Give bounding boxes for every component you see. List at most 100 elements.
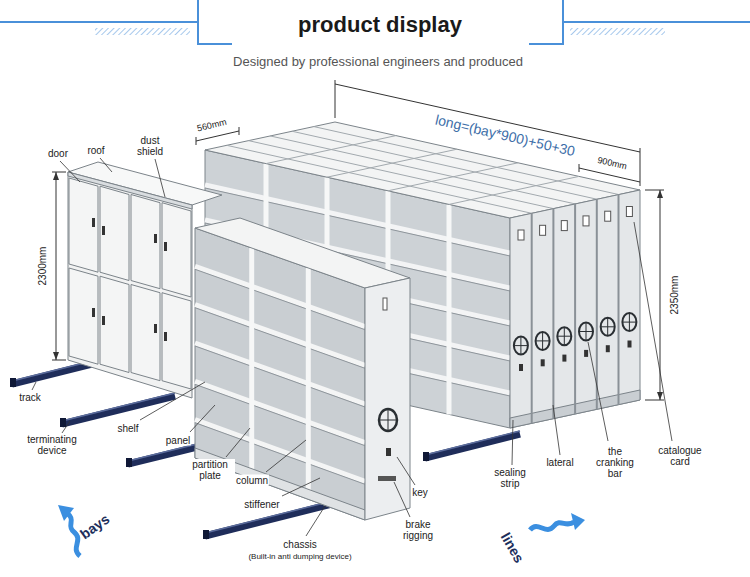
- rear-shelving-block-part-part: [388, 163, 518, 191]
- part-label: stiffener: [243, 499, 280, 510]
- direction-label: lines: [497, 529, 527, 566]
- catalogue-cards-part: [540, 225, 546, 235]
- rear-shelving-block-part: [514, 313, 636, 354]
- part-label: column: [235, 475, 269, 486]
- dimension-lines-part: [579, 164, 580, 172]
- front-shelving-unit-part: [195, 218, 410, 288]
- dimension-lines-part: [239, 127, 240, 135]
- door-cabinet-part-part: [131, 195, 160, 289]
- part-label: partition plate: [185, 459, 235, 481]
- header-frame-part: [529, 0, 563, 44]
- front-shelving-unit-part: [379, 420, 397, 421]
- rear-shelving-block-part-part: [579, 331, 593, 332]
- door-cabinet-part-part: [162, 293, 191, 389]
- leader-lines-part: [553, 405, 560, 455]
- dimension-lines-part: [196, 137, 197, 145]
- door-cabinet-part: [69, 178, 191, 389]
- tracks-part-part: [205, 499, 340, 533]
- leader-lines-part: [100, 158, 112, 172]
- door-cabinet-part-part: [154, 324, 157, 333]
- cranking-wheels-part: [601, 318, 615, 336]
- leader-lines-part: [282, 478, 320, 496]
- front-shelving-unit-part-part: [195, 381, 365, 442]
- door-cabinet-part-part: [164, 242, 167, 251]
- front-shelving-unit-part: [378, 476, 396, 481]
- cranking-wheels-part: [579, 323, 593, 341]
- leader-lines-part: [306, 506, 325, 536]
- front-shelving-unit-part-part: [195, 308, 365, 369]
- direction-label: bays: [77, 511, 114, 543]
- tracks-part-part: [10, 378, 16, 387]
- keys-part: [628, 341, 632, 348]
- tracks-part-part: [203, 530, 209, 539]
- door-cabinet-part-part: [162, 203, 191, 297]
- direction-arrows-part: [571, 513, 585, 530]
- catalogue-cards: [518, 207, 632, 241]
- rear-shelving-block-part: [531, 194, 620, 423]
- door-cabinet-part-part: [131, 285, 160, 381]
- leader-lines-part: [32, 382, 36, 390]
- rear-shelving-block-part-part: [266, 136, 396, 164]
- tracks-part-part: [126, 458, 132, 467]
- door-cabinet-part-part: [100, 186, 129, 280]
- hatch-bar: [95, 28, 190, 35]
- tracks-part-part: [62, 396, 175, 424]
- front-shelving-unit-part-part: [195, 346, 365, 407]
- leader-lines-part: [155, 159, 165, 197]
- part-label: panel: [165, 435, 191, 446]
- header-frame-part: [0, 21, 198, 23]
- keys: [519, 341, 632, 372]
- keys-part: [606, 345, 610, 352]
- rear-shelving-block-part: [510, 190, 640, 428]
- part-label: catalogue card: [651, 445, 709, 467]
- keys-part: [541, 359, 545, 366]
- part-label: track: [18, 392, 42, 403]
- part-label: door: [47, 148, 69, 159]
- door-cabinet: [68, 162, 222, 398]
- leader-lines-part: [588, 342, 608, 441]
- cranking-wheels-part: [536, 332, 550, 350]
- catalogue-cards-part: [626, 207, 632, 217]
- part-label: roof: [86, 145, 105, 156]
- dimension-arrowheads: [53, 172, 663, 400]
- rear-shelving-block-part-part: [514, 345, 528, 346]
- front-shelving-unit-part-part: [195, 305, 365, 366]
- cranking-wheels-part: [622, 313, 636, 331]
- door-cabinet-part-part: [102, 316, 105, 325]
- rear-shelving-block-part-part: [531, 213, 533, 423]
- part-label: lateral: [545, 457, 574, 468]
- rear-shelving-block-part-part: [552, 208, 554, 418]
- rear-shelving-block-part-part: [596, 199, 598, 409]
- rear-shelving-block-part-part: [227, 145, 532, 213]
- door-cabinet-part-part: [164, 332, 167, 341]
- rear-shelving-block-part-part: [447, 204, 452, 414]
- catalogue-cards-part: [605, 211, 611, 221]
- tracks-part-part: [425, 434, 520, 458]
- dimension-label: 560mm: [195, 118, 228, 135]
- dimension-arrowheads-part: [53, 172, 59, 180]
- front-shelving-unit-part: [365, 278, 410, 520]
- front-shelving-unit-part: [195, 269, 365, 484]
- cranking-wheels-part: [514, 337, 528, 355]
- door-cabinet-part-part: [69, 268, 98, 364]
- leader-lines-part: [226, 428, 250, 457]
- dimension-lines-part: [579, 168, 640, 182]
- dimension-lines-part: [335, 84, 640, 152]
- leader-lines-part: [397, 457, 415, 485]
- dimension-arrowheads-part: [657, 392, 663, 400]
- part-label: shelf: [116, 423, 139, 434]
- part-label: sealing strip: [488, 467, 532, 489]
- tracks-part-part: [423, 452, 429, 461]
- dimension-lines-part: [52, 172, 66, 173]
- dimension-lines-part: [335, 80, 336, 118]
- direction-arrows-part: [68, 514, 80, 556]
- tracks-part-part: [60, 418, 66, 427]
- page-title: product display: [298, 13, 462, 37]
- rear-shelving-block-part-part: [601, 326, 615, 327]
- header-frame: [0, 0, 750, 44]
- rear-shelving-block-part-part: [248, 141, 553, 209]
- rear-shelving-block-part-part: [557, 336, 571, 337]
- rear-shelving-block-part-part: [623, 322, 637, 323]
